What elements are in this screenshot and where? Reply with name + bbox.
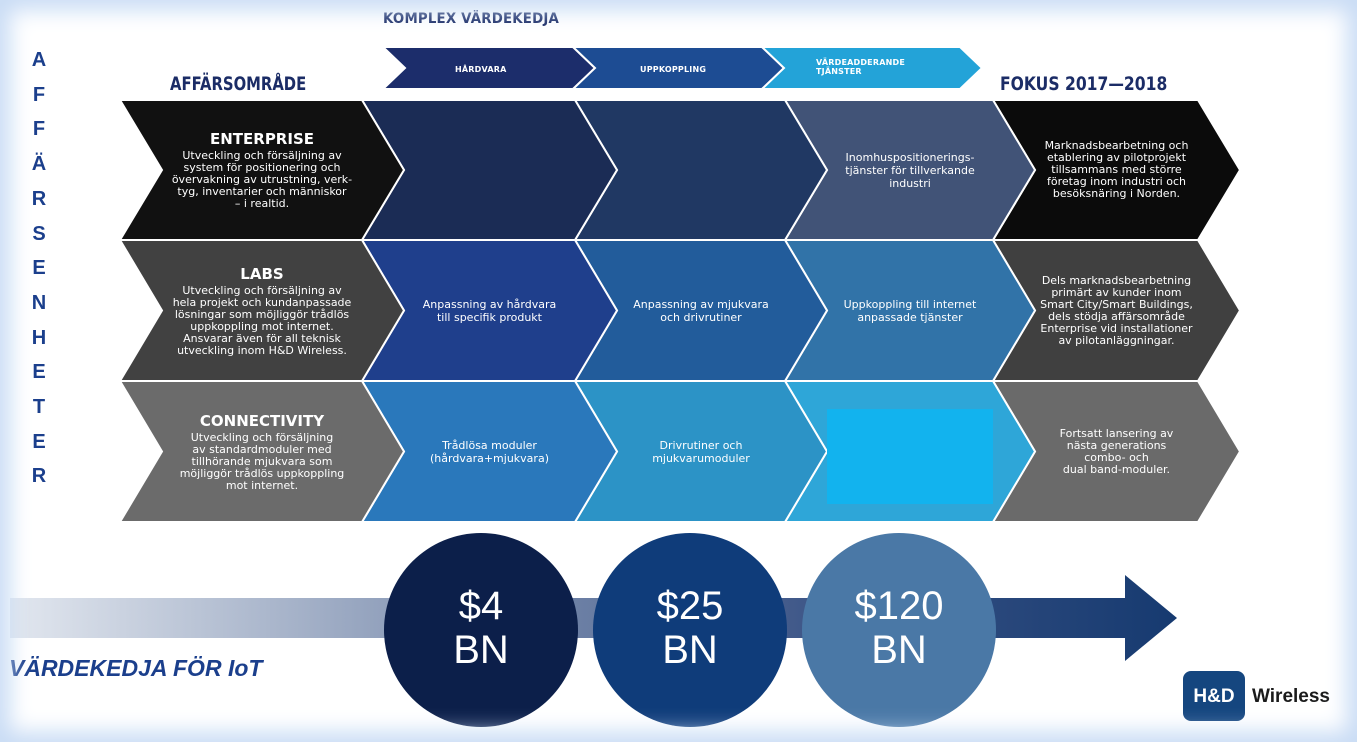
focus-cell: Marknadsbearbetning och etablering av pi… xyxy=(1044,139,1189,200)
vertical-letter: F xyxy=(32,118,46,141)
business-area-title: ENTERPRISE xyxy=(209,130,314,148)
value-chain-cell xyxy=(611,100,791,240)
value-chain-arrow-label-3: VÄRDEADDERANDE TJÄNSTER xyxy=(816,58,905,76)
market-value-amount: $25 xyxy=(656,584,724,628)
focus-heading: FOKUS 2017—2018 xyxy=(1000,73,1168,95)
value-chain-cell: Trådlösa moduler (hårdvara+mjukvara) xyxy=(430,438,549,465)
vertical-letter: R xyxy=(31,465,47,488)
iot-value-chain-label: VÄRDEKEDJA FÖR IoT xyxy=(9,655,263,681)
company-logo-badge xyxy=(1183,671,1245,721)
vertical-letter: F xyxy=(32,83,46,106)
market-value-amount: $4 xyxy=(458,584,504,628)
vertical-letter: E xyxy=(32,361,46,384)
value-chain-cell xyxy=(398,100,581,240)
business-area-heading: AFFÄRSOMRÅDE xyxy=(170,73,307,95)
value-chain-cell xyxy=(821,381,999,522)
value-chain-arrow-3 xyxy=(759,46,984,90)
value-chain-title: KOMPLEX VÄRDEKEDJA xyxy=(383,11,560,27)
market-value-unit: BN xyxy=(662,628,718,672)
business-area-description: Utveckling och försäljning av standardmo… xyxy=(179,430,345,492)
focus-cell: Dels marknadsbearbetning primärt av kund… xyxy=(1040,273,1193,347)
value-chain-cell: Inomhuspositionerings- tjänster för till… xyxy=(845,150,975,190)
business-area-title: LABS xyxy=(240,264,284,283)
value-chain-cell: Anpassning av mjukvara och drivrutiner xyxy=(633,297,769,324)
logo-badge-text: H&D xyxy=(1193,686,1235,707)
vertical-letter: N xyxy=(31,291,47,314)
value-chain-cell: Uppkoppling till internet anpassade tjän… xyxy=(843,297,977,324)
vertical-letter: S xyxy=(32,222,46,245)
business-area-description: Utveckling och försäljning av hela proje… xyxy=(172,283,352,357)
vertical-letter: E xyxy=(32,257,46,280)
business-area-title: CONNECTIVITY xyxy=(199,411,325,430)
vertical-letter: A xyxy=(31,49,47,71)
grid-chevron-r3-c1 xyxy=(118,380,406,523)
logo-name: Wireless xyxy=(1252,686,1330,707)
value-chain-cell: Anpassning av hårdvara till specifik pro… xyxy=(422,297,557,324)
market-value-circle xyxy=(384,533,578,727)
vertical-letter: H xyxy=(31,326,47,349)
market-value-circle xyxy=(802,533,996,727)
value-chain-cell: Drivrutiner och mjukvarumoduler xyxy=(652,438,750,465)
market-value-unit: BN xyxy=(453,628,509,672)
market-growth-arrow xyxy=(10,575,1177,661)
value-chain-arrow-label-2: UPPKOPPLING xyxy=(640,65,707,74)
focus-cell: Fortsatt lansering av nästa generations … xyxy=(1059,426,1174,476)
business-area-description: Utveckling och försäljning av system för… xyxy=(171,149,353,210)
highlight-box xyxy=(827,409,993,504)
vertical-letter: Ä xyxy=(31,153,47,176)
market-value-amount: $120 xyxy=(854,584,944,628)
vertical-letter: R xyxy=(31,187,47,210)
vertical-letter: E xyxy=(32,430,46,453)
market-value-circle xyxy=(593,533,787,727)
market-value-unit: BN xyxy=(871,628,927,672)
vertical-letter: T xyxy=(32,396,46,418)
value-chain-arrow-label-1: HÅRDVARA xyxy=(455,65,507,74)
